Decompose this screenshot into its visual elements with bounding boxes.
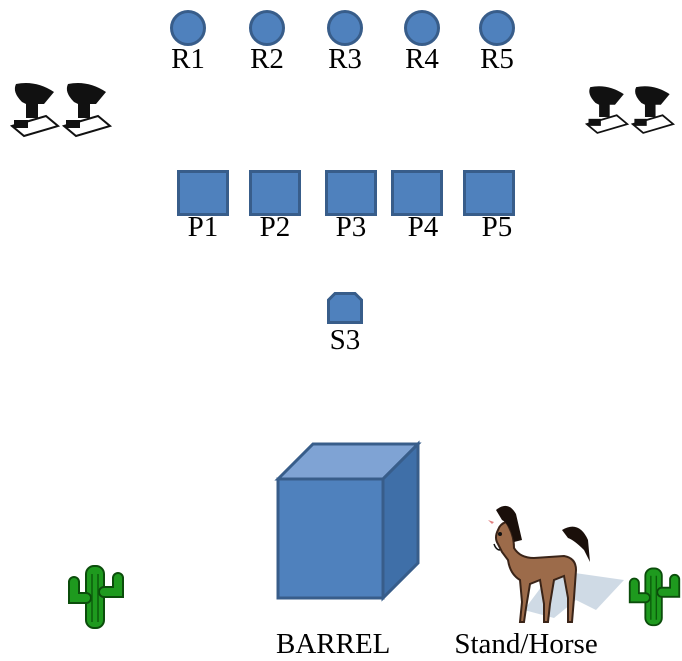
- position-box-p3: [325, 170, 377, 216]
- target-stand-icon: [630, 86, 676, 134]
- position-box-p2: [249, 170, 301, 216]
- position-box-p5: [463, 170, 515, 216]
- horse-label: Stand/Horse: [454, 628, 598, 660]
- rest-marker-r3: [327, 10, 363, 46]
- rest-marker-r1: [170, 10, 206, 46]
- rest-marker-r4: [404, 10, 440, 46]
- position-label-p3: P3: [335, 211, 367, 243]
- position-box-p4: [391, 170, 443, 216]
- target-stands-right: [584, 86, 676, 134]
- position-label-p5: P5: [481, 211, 513, 243]
- barrel-cube-icon: [274, 440, 422, 602]
- position-label-p1: P1: [187, 211, 219, 243]
- rest-marker-r5: [479, 10, 515, 46]
- horse-icon: [488, 505, 624, 623]
- cactus-icon: [68, 565, 124, 629]
- target-stand-icon: [9, 83, 61, 138]
- rest-label-r1: R1: [171, 43, 205, 75]
- position-box-p1: [177, 170, 229, 216]
- position-label-p4: P4: [407, 211, 439, 243]
- rest-label-r2: R2: [250, 43, 284, 75]
- target-stands-left: [9, 83, 113, 138]
- barrel-label: BARREL: [276, 628, 391, 660]
- cactus-icon: [628, 567, 681, 627]
- target-stand-icon: [584, 86, 630, 134]
- position-label-p2: P2: [259, 211, 291, 243]
- start-marker-s3: [327, 292, 363, 324]
- start-label-s3: S3: [329, 324, 361, 356]
- rest-marker-r2: [249, 10, 285, 46]
- rest-label-r3: R3: [328, 43, 362, 75]
- rest-label-r4: R4: [405, 43, 439, 75]
- rest-label-r5: R5: [480, 43, 514, 75]
- target-stand-icon: [61, 83, 113, 138]
